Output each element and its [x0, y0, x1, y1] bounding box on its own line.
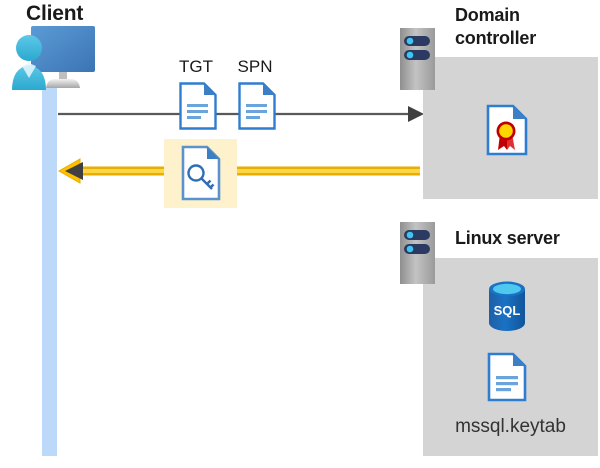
- response-arrow: [58, 158, 420, 184]
- keytab-file-label: mssql.keytab: [455, 416, 566, 437]
- domain-controller-title-line1: Domain: [455, 5, 520, 25]
- tgt-label: TGT: [179, 57, 213, 76]
- client-computer-user-icon: [6, 22, 116, 97]
- spn-document-icon: [238, 82, 276, 130]
- domain-controller-server-icon: [400, 28, 435, 90]
- sql-database-icon: SQL: [486, 281, 528, 331]
- request-arrow: [58, 104, 426, 124]
- tgt-document-icon: [179, 82, 217, 130]
- domain-controller-title-line2: controller: [455, 28, 537, 48]
- certificate-icon: [486, 104, 528, 156]
- client-lifeline: [42, 88, 57, 456]
- spn-label: SPN: [237, 57, 273, 76]
- key-document-icon: [181, 145, 221, 201]
- linux-server-title: Linux server: [455, 228, 560, 248]
- client-title: Client: [26, 2, 84, 25]
- keytab-file-icon: [487, 352, 527, 402]
- domain-controller-title: Domain controller: [455, 4, 595, 50]
- linux-server-icon: [400, 222, 435, 284]
- sql-database-label: SQL: [494, 303, 521, 318]
